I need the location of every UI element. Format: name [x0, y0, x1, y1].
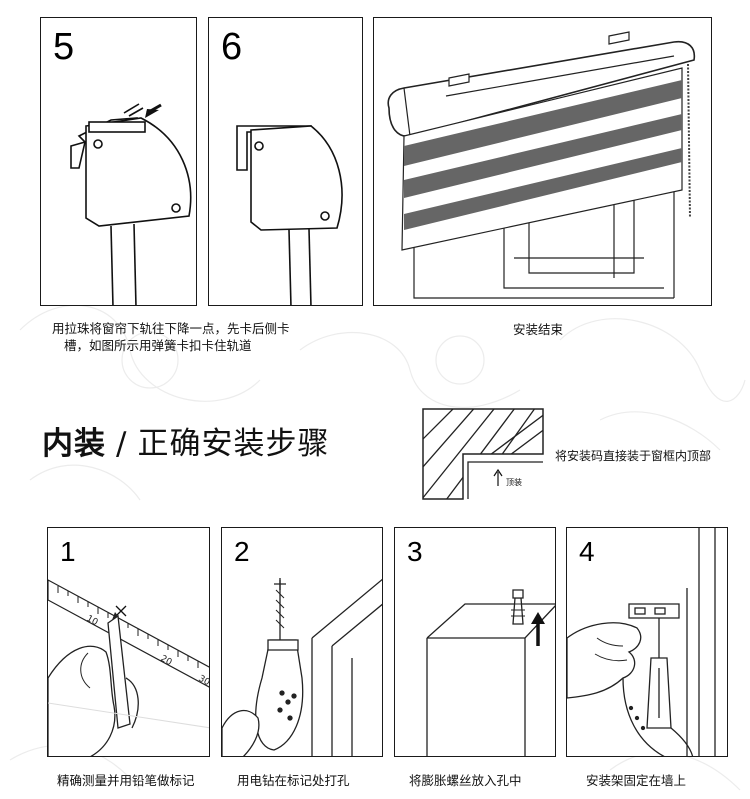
step-4-panel: 4: [566, 527, 728, 757]
section-title: 内装 /正确安装步骤: [42, 418, 329, 463]
caption-line-2: 槽，如图所示用弹簧卡扣卡住轨道: [64, 338, 252, 353]
fix-bracket-diagram: [567, 528, 716, 756]
step-2-caption: 用电钻在标记处打孔: [237, 773, 350, 788]
section-title-slash: /: [116, 426, 128, 462]
step-5-number: 5: [53, 26, 75, 68]
top-mount-label: 顶装: [506, 478, 522, 487]
insert-anchor-diagram: [426, 589, 555, 756]
caption-line-1: 用拉珠将窗帘下轨往下降一点，先卡后侧卡: [52, 321, 290, 336]
installed-blind-diagram: [387, 31, 696, 299]
step-4-caption: 安装架固定在墙上: [586, 773, 687, 788]
step-3-panel: 3: [394, 527, 556, 757]
ruler-tick-20: 20: [159, 654, 174, 668]
finished-caption: 安装结束: [513, 322, 564, 337]
step-6-panel: 6: [208, 17, 363, 306]
drill-hole-diagram: [222, 578, 382, 756]
step-5-6-caption: 用拉珠将窗帘下轨往下降一点，先卡后侧卡 槽，如图所示用弹簧卡扣卡住轨道: [52, 320, 352, 354]
bracket-clip-diagram: [70, 103, 192, 305]
step-2-panel: 2: [221, 527, 383, 757]
step-1-panel: 1 10 20 30: [47, 527, 210, 757]
step-4-number: 4: [579, 536, 595, 567]
step-5-panel: 5: [40, 17, 197, 306]
step-2-number: 2: [234, 536, 250, 567]
measure-mark-diagram: 10 20 30: [48, 579, 209, 756]
step-1-number: 1: [60, 536, 76, 567]
step-3-caption: 将膨胀螺丝放入孔中: [409, 773, 522, 788]
ruler-tick-10: 10: [85, 614, 100, 628]
section-title-bold: 内装: [42, 426, 106, 462]
step-1-caption: 精确测量并用铅笔做标记: [57, 773, 195, 788]
top-mount-note: 将安装码直接装于窗框内顶部: [555, 449, 712, 463]
step-6-number: 6: [221, 26, 243, 68]
section-title-light: 正确安装步骤: [137, 426, 330, 462]
step-3-number: 3: [407, 536, 423, 567]
finished-blind-panel: [373, 17, 712, 306]
bracket-locked-diagram: [236, 125, 343, 305]
top-mount-diagram: [422, 408, 544, 500]
